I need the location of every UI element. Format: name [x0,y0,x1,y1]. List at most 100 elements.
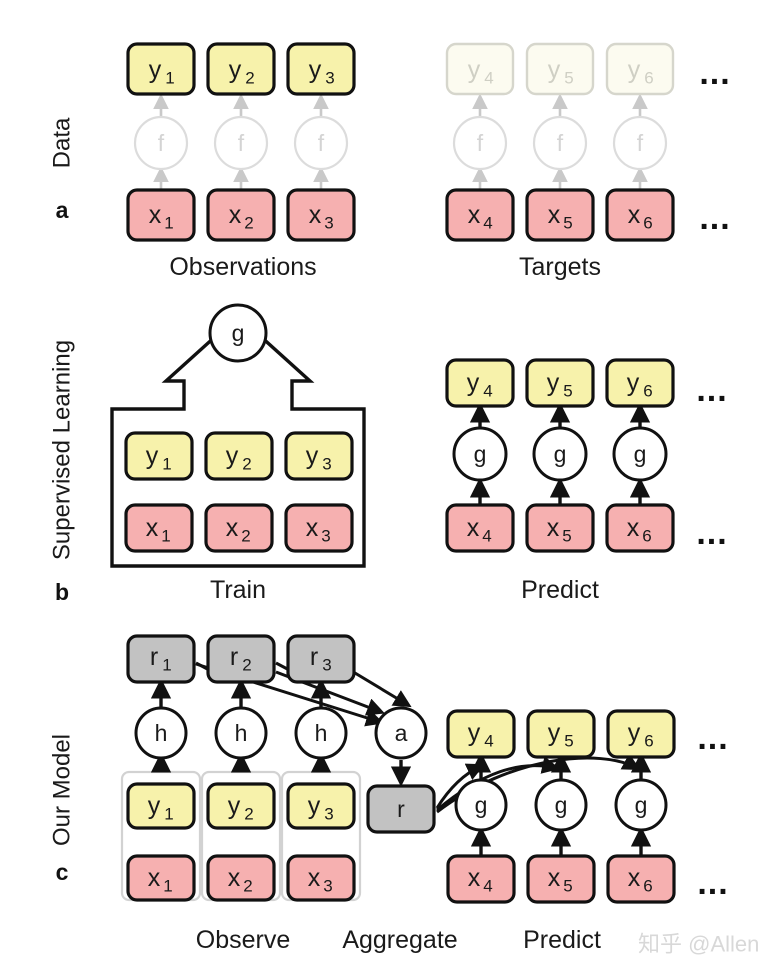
observe-node-y2 [206,782,276,830]
node-h1 [134,706,188,760]
node-r2-label: r [230,643,238,671]
node-r-aggregate-label: r [397,796,405,822]
node-r3-label: r [310,643,318,671]
predictc-node-y6-sub: 6 [644,732,653,751]
predictc-node-x4-sub: 4 [483,877,492,896]
node-x4-label: x [468,201,481,229]
ellipsis-a-top: ... [699,54,730,92]
predictc-node-x6-sub: 6 [643,877,652,896]
predictc-node-g4-label: g [475,792,488,818]
predictc-node-x5-sub: 5 [563,877,572,896]
node-y3-label: y [309,56,322,84]
train-node-y1-sub: 1 [162,455,171,474]
node-r3 [286,634,356,684]
node-r3-sub: 3 [322,656,331,675]
node-y5-label: y [548,56,561,84]
node-h2-label: h [235,720,248,746]
observe-node-x2 [206,854,276,902]
node-f5-label: f [557,130,564,156]
predictc-node-x4 [446,854,516,904]
predictc-node-x5 [526,854,596,904]
predict-node-g5-label: g [554,441,567,467]
node-r1-label: r [150,643,158,671]
observe-node-x3-label: x [308,864,321,892]
node-x5 [525,188,595,242]
node-y1-sub: 1 [165,69,174,88]
observe-node-y2-label: y [228,792,241,820]
predictc-node-y4-label: y [468,719,481,747]
panel-c-row-label: Our Model [49,734,76,846]
panel-b-predict-4: y 4 g x 4 [445,358,515,553]
node-x2-label: x [229,201,242,229]
node-r1 [126,634,196,684]
watermark: 知乎 @Allen [638,932,759,957]
node-f1 [133,115,189,171]
predictc-node-g6 [614,778,668,832]
observe-node-y2-sub: 2 [244,805,253,824]
node-f6 [612,115,668,171]
ellipsis-b-top: ... [696,371,727,409]
train-node-x2-label: x [226,514,239,542]
observe-node-y3-label: y [308,792,321,820]
panel-a-observation-2: y 2 f x 2 [206,42,276,242]
node-f2-label: f [238,130,245,156]
predict-node-y5-label: y [547,369,560,397]
node-g-train [208,303,268,363]
train-node-x3-label: x [306,514,319,542]
node-x2-sub: 2 [244,214,253,233]
observe-node-y3 [286,782,356,830]
panel-a-observation-3: y 3 f x 3 [286,42,356,242]
node-f3 [293,115,349,171]
node-y2 [206,42,276,96]
panel-a-target-6: y 6 f x 6 [605,42,675,242]
predictc-node-y4-sub: 4 [484,732,493,751]
node-y3 [286,42,356,96]
predict-node-x6-label: x [627,514,640,542]
node-x4-sub: 4 [483,214,492,233]
node-f2 [213,115,269,171]
predictc-node-y5 [526,709,596,759]
predictc-node-y4 [446,709,516,759]
node-f4 [452,115,508,171]
node-y2-sub: 2 [245,69,254,88]
train-node-y1-label: y [146,442,159,470]
panel-c-predict-6: y 6 g x 6 [606,709,676,904]
panel-a-observation-1: y 1 f x 1 [126,42,196,242]
observe-node-y1-sub: 1 [164,805,173,824]
panel-b-row-label: Supervised Learning [49,340,76,560]
panel-a-letter: a [56,197,69,223]
panel-b-predict-6: y 6 g x 6 [605,358,675,553]
predictc-node-y6 [606,709,676,759]
node-r2 [206,634,276,684]
predict-node-y4 [445,358,515,408]
node-g-train-label: g [232,320,245,346]
node-x5-sub: 5 [563,214,572,233]
node-y6-label: y [628,56,641,84]
predictc-node-g4 [454,778,508,832]
train-node-x1-label: x [146,514,159,542]
node-f4-label: f [477,130,484,156]
train-container-outline [110,313,366,568]
predict-node-y6-sub: 6 [643,382,652,401]
predict-node-x5-sub: 5 [562,527,571,546]
ellipsis-b-bottom: ... [696,514,727,552]
ellipsis-c-bottom: ... [697,864,728,902]
node-x6-label: x [628,201,641,229]
predict-node-g6-label: g [634,441,647,467]
node-h1-label: h [155,720,168,746]
observe-node-y1 [126,782,196,830]
observe-node-x2-sub: 2 [243,877,252,896]
predictc-node-x5-label: x [548,864,561,892]
predict-node-x5 [525,503,595,553]
node-x4 [445,188,515,242]
train-node-y3-sub: 3 [322,455,331,474]
train-node-x2 [204,503,274,553]
observe-node-x3-sub: 3 [323,877,332,896]
train-node-y2-label: y [226,442,239,470]
panel-b: Supervised Learning b g y 1 y 2 y 3 x 1 [49,303,727,605]
train-node-x1-sub: 1 [161,527,170,546]
observe-node-x1-sub: 1 [163,877,172,896]
predict-node-y4-sub: 4 [483,382,492,401]
